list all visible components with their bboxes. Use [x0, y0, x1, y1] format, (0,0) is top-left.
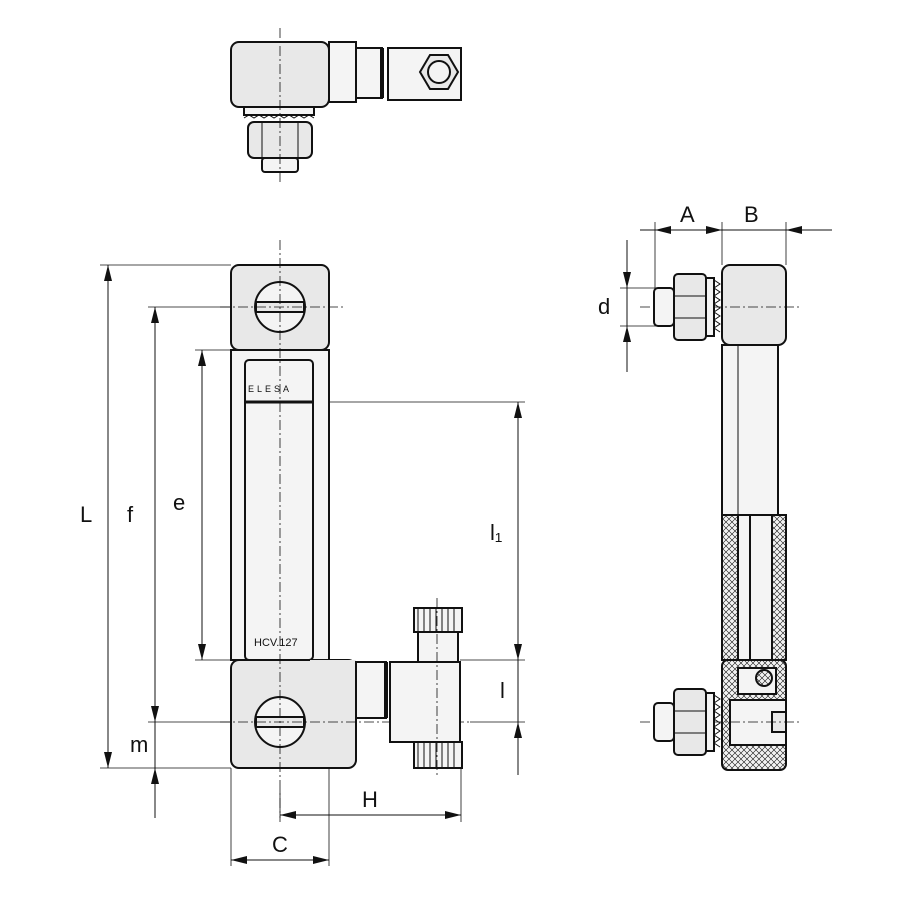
- side-float: [755, 669, 773, 687]
- dim-label-L: L: [80, 502, 92, 527]
- dim-label-A: A: [680, 202, 695, 227]
- dim-label-e: e: [173, 490, 185, 515]
- front-side-plug-bottom: [413, 741, 463, 769]
- dim-label-l1: l₁: [490, 520, 502, 545]
- top-view-neck: [328, 41, 357, 103]
- dim-label-d: d: [598, 294, 610, 319]
- front-side-plug-top: [413, 607, 463, 633]
- dim-label-l: l: [500, 678, 505, 703]
- side-body: [721, 344, 779, 516]
- dim-label-B: B: [744, 202, 759, 227]
- side-top-nut: [673, 273, 707, 341]
- side-dimensions: A B d: [598, 202, 832, 372]
- top-view: [230, 28, 462, 185]
- brand-label: ELESA: [248, 384, 292, 394]
- dim-label-m: m: [130, 732, 148, 757]
- front-dimensions: L f e m l₁ l H: [80, 264, 525, 866]
- front-sight-window: [244, 359, 314, 661]
- front-view: ELESA HCV.127: [220, 240, 470, 818]
- front-side-bracket: [355, 661, 387, 719]
- dim-label-C: C: [272, 832, 288, 857]
- top-view-bore: [427, 60, 451, 84]
- dim-label-H: H: [362, 787, 378, 812]
- side-bottom-stud: [653, 702, 675, 742]
- side-top-stud: [653, 287, 675, 327]
- side-top-block: [721, 264, 787, 346]
- model-label: HCV.127: [254, 637, 298, 649]
- top-view-bracket: [355, 47, 383, 99]
- dim-label-f: f: [127, 502, 134, 527]
- side-view: [640, 264, 800, 771]
- front-side-fitting: [389, 661, 461, 743]
- top-view-washer: [243, 106, 315, 116]
- side-bottom-nut: [673, 688, 707, 756]
